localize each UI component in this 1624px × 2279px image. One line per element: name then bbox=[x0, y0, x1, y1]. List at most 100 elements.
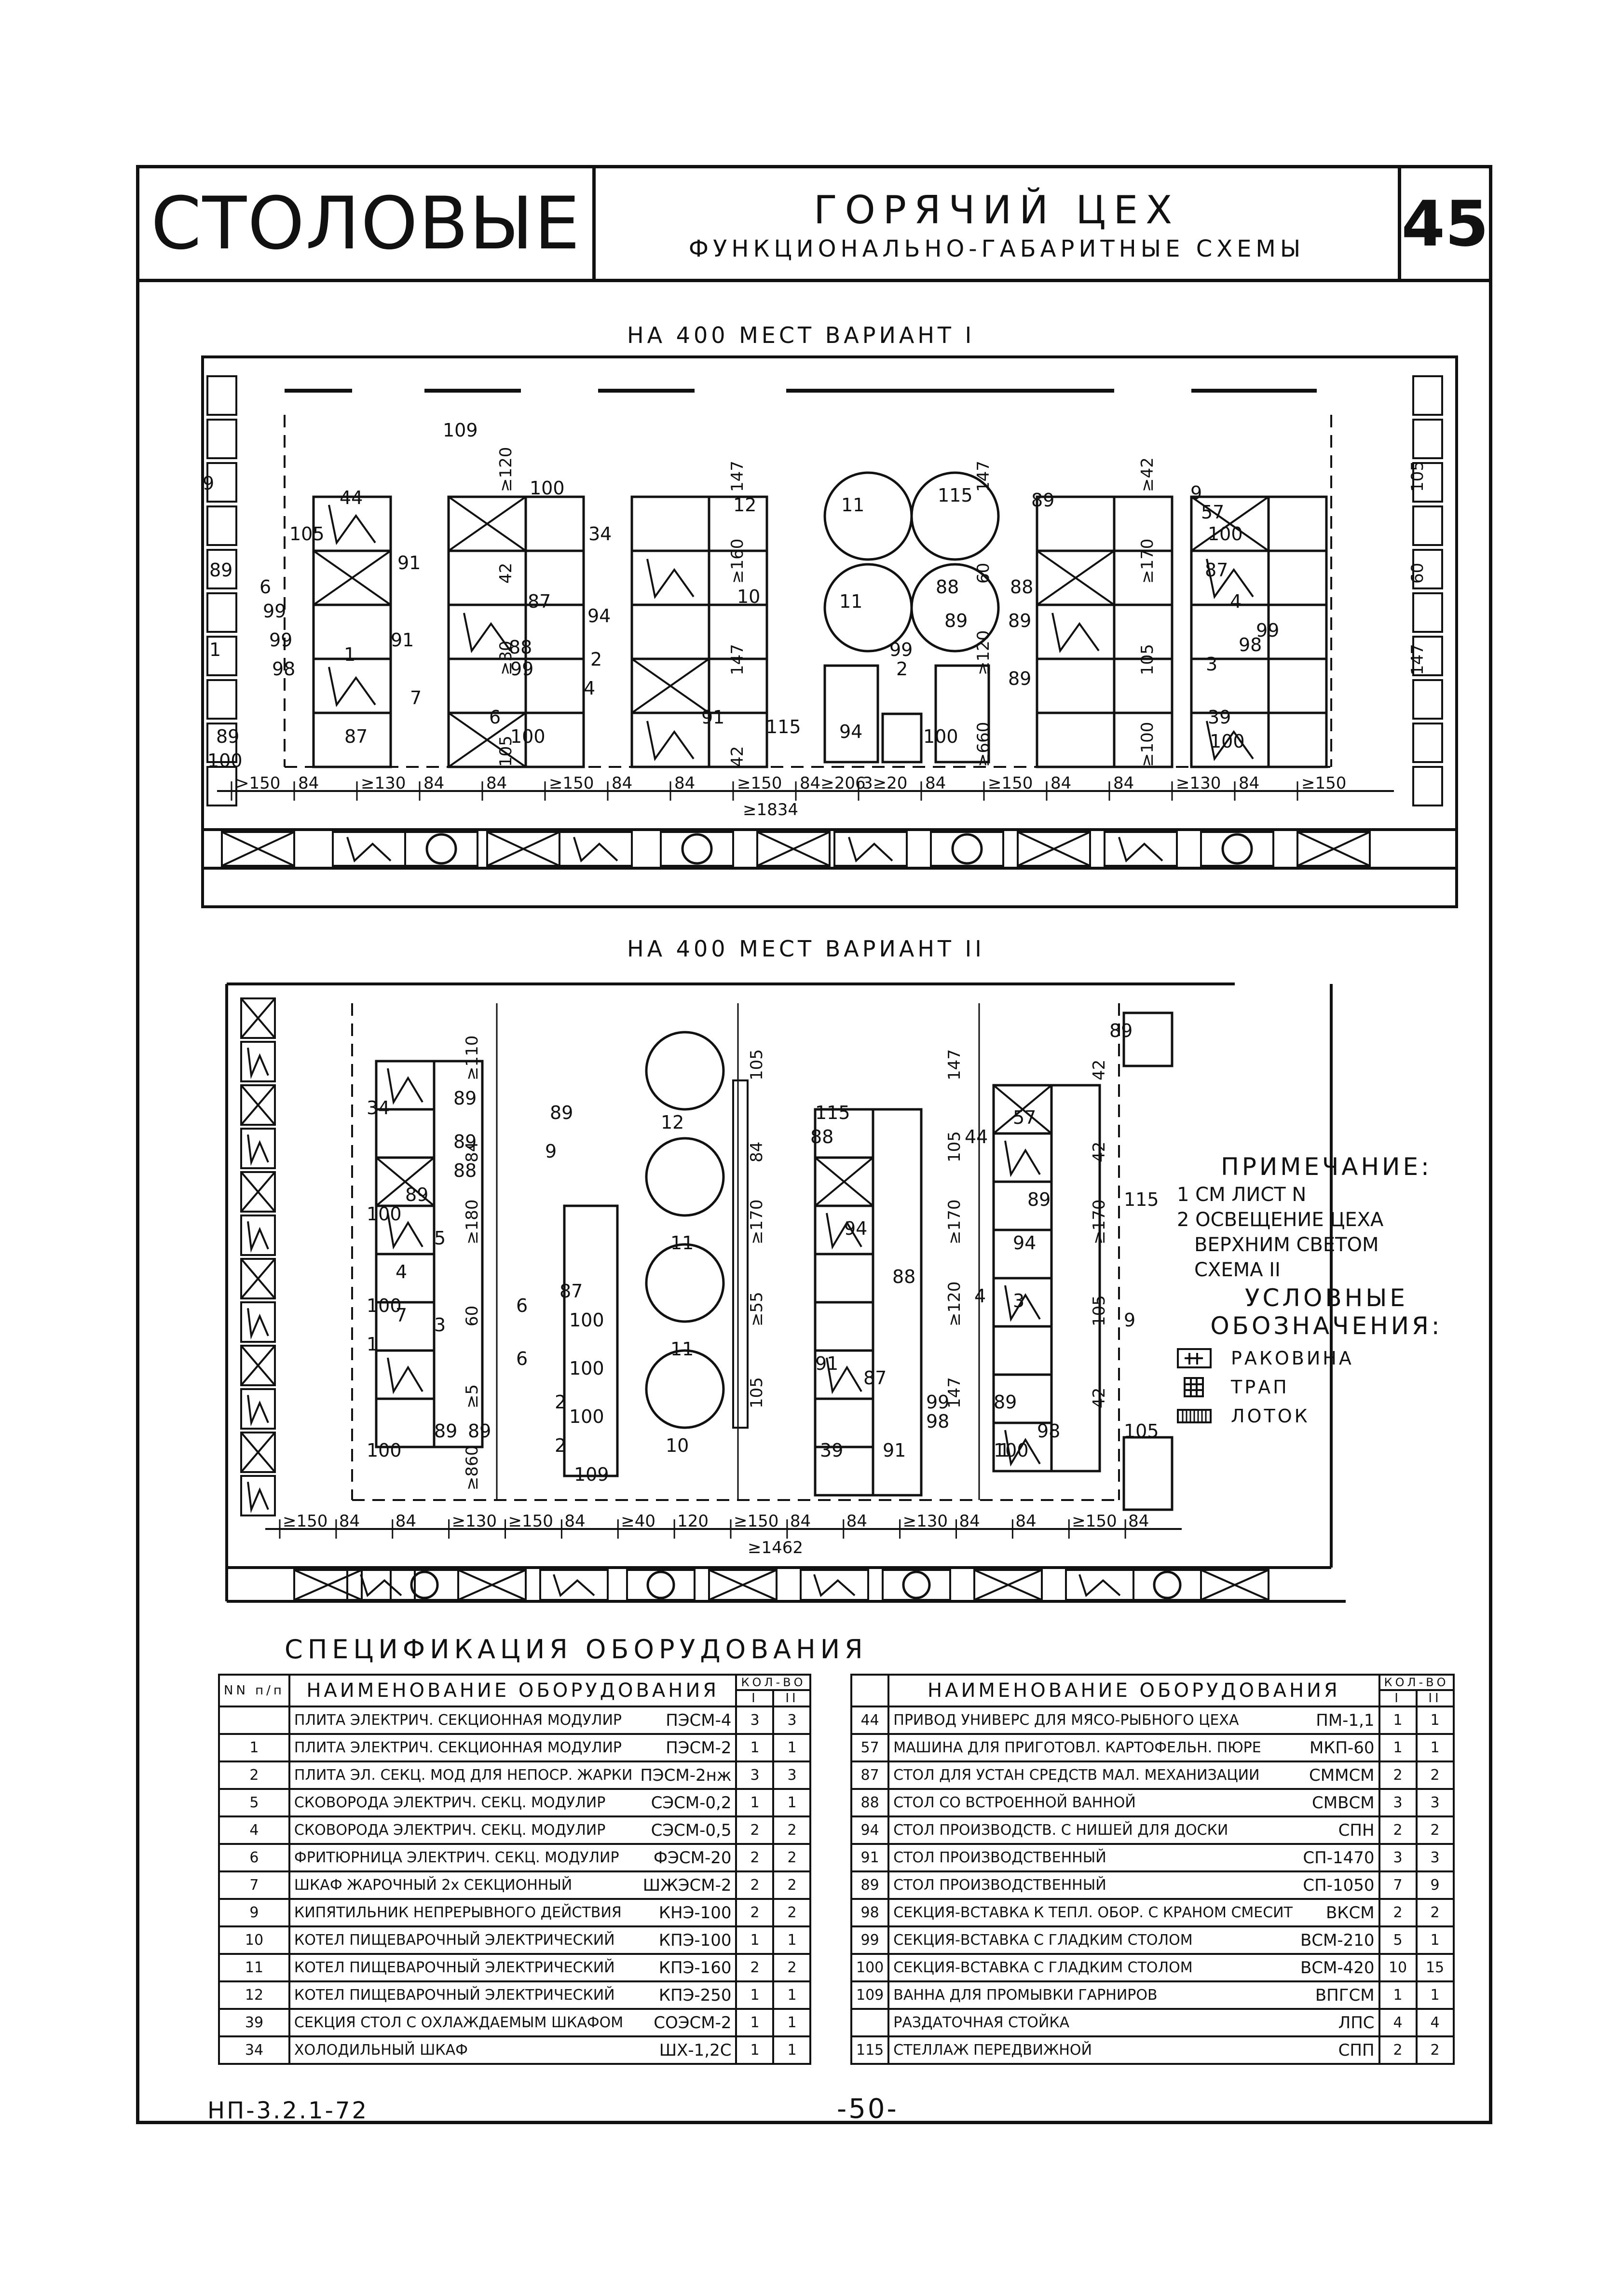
equipment-name: КИПЯТИЛЬНИК НЕПРЕРЫВНОГО ДЕЙСТВИЯ bbox=[288, 1898, 637, 1927]
item-number: 100 bbox=[367, 1203, 402, 1225]
dimension-total: ≥1834 bbox=[743, 800, 798, 819]
equipment-block bbox=[312, 657, 392, 714]
sheet-title-block: ГОРЯЧИЙ ЦЕХ ФУНКЦИОНАЛЬНО-ГАБАРИТНЫЕ СХЕ… bbox=[596, 168, 1401, 279]
item-number: 3 bbox=[434, 1314, 446, 1336]
item-number: 109 bbox=[574, 1464, 609, 1485]
wall-equipment bbox=[756, 831, 831, 867]
qty-variant2: 3 bbox=[1415, 1788, 1455, 1817]
stove-symbol bbox=[346, 836, 392, 863]
item-number: 6 bbox=[516, 1295, 528, 1316]
item-number: 87 bbox=[560, 1281, 583, 1302]
dimension-label: ≥55 bbox=[747, 1292, 766, 1326]
item-number: 1 bbox=[209, 639, 221, 660]
item-number: 94 bbox=[587, 605, 611, 627]
spec-title: СПЕЦИФИКАЦИЯ ОБОРУДОВАНИЯ bbox=[285, 1634, 868, 1665]
item-number: 7 bbox=[396, 1305, 407, 1326]
cross-mark bbox=[631, 658, 710, 714]
wall-equipment bbox=[882, 1569, 951, 1601]
kettle-symbol bbox=[645, 1031, 725, 1111]
stove-symbol bbox=[1206, 559, 1254, 600]
equipment-block bbox=[630, 549, 710, 606]
kettle-symbol bbox=[645, 1137, 725, 1217]
equipment-block bbox=[934, 664, 990, 764]
equipment-code: МКП-60 bbox=[1296, 1733, 1380, 1762]
equipment-block bbox=[1050, 1084, 1101, 1473]
row-number: 57 bbox=[850, 1733, 890, 1762]
legend-label: РАКОВИНА bbox=[1231, 1348, 1354, 1369]
wall-equipment bbox=[1200, 831, 1274, 867]
item-number: 11 bbox=[841, 494, 864, 516]
equipment-code: ВПГСМ bbox=[1296, 1980, 1380, 2010]
item-number: 39 bbox=[1208, 707, 1231, 728]
equipment-block bbox=[1036, 603, 1116, 660]
dimension-label: ≥170 bbox=[1138, 539, 1157, 584]
cross-mark bbox=[240, 1432, 276, 1473]
equipment-name: ПРИВОД УНИВЕРС ДЛЯ МЯСО-РЫБНОГО ЦЕХА bbox=[887, 1706, 1296, 1735]
item-number: 100 bbox=[1210, 731, 1245, 752]
equipment-name: СТОЛ ПРОИЗВОДСТВЕННЫЙ bbox=[887, 1870, 1296, 1900]
equipment-block bbox=[1267, 495, 1328, 552]
item-number: 44 bbox=[965, 1126, 988, 1147]
item-number: 100 bbox=[569, 1358, 604, 1379]
qty-variant2: 1 bbox=[772, 2008, 812, 2037]
dimension-label: ≥120 bbox=[974, 630, 993, 675]
item-number: 100 bbox=[569, 1310, 604, 1331]
col-name: НАИМЕНОВАНИЕ ОБОРУДОВАНИЯ bbox=[887, 1674, 1380, 1707]
qty-variant2: 3 bbox=[772, 1706, 812, 1735]
legend-item-sink: РАКОВИНА bbox=[1177, 1348, 1476, 1369]
qty-variant2: 2 bbox=[772, 1815, 812, 1845]
equipment-block bbox=[1122, 1011, 1174, 1067]
stove-symbol bbox=[553, 1574, 595, 1597]
stove-symbol bbox=[573, 836, 618, 863]
equipment-block bbox=[1122, 1436, 1174, 1511]
dimension-label: ≥30 bbox=[496, 641, 516, 675]
dimension-label: 60 bbox=[974, 563, 993, 584]
kettle-symbol bbox=[910, 471, 1000, 561]
row-number: 12 bbox=[218, 1980, 290, 2010]
wall-equipment bbox=[539, 1569, 609, 1601]
dimension-label: 147 bbox=[728, 461, 747, 492]
title-block: СТОЛОВЫЕ ГОРЯЧИЙ ЦЕХ ФУНКЦИОНАЛЬНО-ГАБАР… bbox=[139, 168, 1489, 282]
item-number: 100 bbox=[1208, 523, 1243, 545]
wall-segment bbox=[206, 679, 237, 720]
wall-segment bbox=[1412, 549, 1443, 589]
equipment-code: ПМ-1,1 bbox=[1296, 1706, 1380, 1735]
dimension-label: 84 bbox=[339, 1512, 360, 1531]
equipment-block bbox=[312, 711, 392, 768]
row-number: 4 bbox=[218, 1815, 290, 1845]
equipment-code: СП-1470 bbox=[1296, 1843, 1380, 1872]
wall-equipment bbox=[1065, 1569, 1134, 1601]
dimension-label: 60 bbox=[463, 1306, 482, 1326]
item-number: 99 bbox=[263, 600, 286, 622]
qty-variant1: 2 bbox=[735, 1815, 775, 1845]
wall-line bbox=[203, 828, 1457, 870]
wall-equipment bbox=[1017, 831, 1091, 867]
equipment-code: ВСМ-420 bbox=[1296, 1953, 1380, 1982]
item-number: 4 bbox=[1230, 591, 1242, 612]
wall-segment bbox=[1412, 462, 1443, 503]
qty-variant1: 2 bbox=[735, 1843, 775, 1872]
wall-equipment bbox=[1200, 1569, 1269, 1601]
stove-symbol bbox=[1004, 1285, 1041, 1322]
item-number: 12 bbox=[733, 494, 756, 516]
row-number: 2 bbox=[218, 1760, 290, 1790]
qty-variant1: 1 bbox=[1378, 1733, 1418, 1762]
dimension-label: ≥660 bbox=[974, 722, 993, 767]
item-number: 105 bbox=[289, 523, 325, 545]
item-number: 100 bbox=[569, 1406, 604, 1427]
stove-symbol bbox=[826, 1213, 862, 1250]
wall-segment bbox=[206, 375, 237, 416]
dimension-label: 105 bbox=[1138, 644, 1157, 675]
wall-segment bbox=[1412, 766, 1443, 806]
dimension-label: 105 bbox=[747, 1049, 766, 1080]
equipment-block bbox=[1190, 657, 1270, 714]
row-number bbox=[218, 1706, 290, 1735]
wall-equipment-round bbox=[410, 1570, 439, 1599]
sheet-subtitle: ФУНКЦИОНАЛЬНО-ГАБАРИТНЫЕ СХЕМЫ bbox=[688, 235, 1305, 262]
wall-equipment-round bbox=[1221, 833, 1253, 865]
dimension-label: 84≥206 bbox=[800, 774, 866, 793]
col-variant2: II bbox=[1415, 1689, 1455, 1707]
